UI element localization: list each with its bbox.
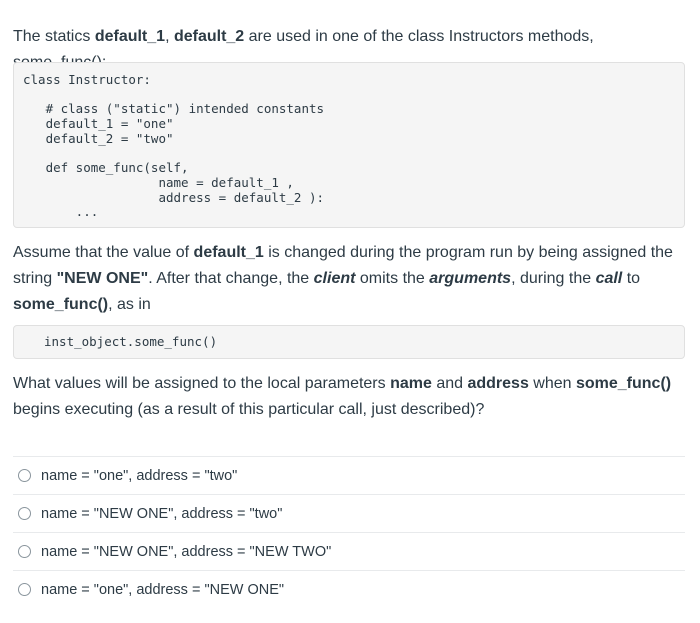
code-lines: class Instructor: # class ("static") int… bbox=[23, 72, 684, 220]
answer-option-label: name = "one", address = "NEW ONE" bbox=[41, 581, 285, 598]
radio-button-icon[interactable] bbox=[18, 545, 31, 558]
question-bold-name: name bbox=[390, 375, 432, 392]
question-bold-address: address bbox=[467, 375, 529, 392]
code-line: ... bbox=[23, 204, 99, 220]
para2-emphasis-call: call bbox=[595, 270, 623, 287]
question-text: What values will be assigned to the loca… bbox=[13, 371, 687, 423]
para2-text-5: , during the bbox=[511, 270, 596, 287]
intro-text-2: , bbox=[165, 28, 174, 45]
para2-bold-default-1: default_1 bbox=[193, 244, 264, 261]
answer-option-label: name = "NEW ONE", address = "two" bbox=[41, 505, 283, 522]
code-line: default_1 = "one" bbox=[23, 116, 174, 132]
assumption-paragraph: Assume that the value of default_1 is ch… bbox=[13, 240, 687, 318]
answer-options: name = "one", address = "two" name = "NE… bbox=[13, 456, 685, 608]
code-line: # class ("static") intended constants bbox=[23, 101, 325, 117]
intro-bold-default-1: default_1 bbox=[94, 28, 166, 45]
code-block-call-example: inst_object.some_func() bbox=[13, 325, 685, 359]
answer-option-3[interactable]: name = "NEW ONE", address = "NEW TWO" bbox=[13, 532, 685, 570]
para2-text-4: omits the bbox=[355, 270, 430, 287]
para2-text-7: , as in bbox=[108, 296, 151, 313]
question-text-2: and bbox=[431, 375, 468, 392]
intro-bold-default-2: default_2 bbox=[173, 28, 245, 45]
code-line: def some_func(self, bbox=[23, 160, 189, 176]
question-bold-some-func: some_func() bbox=[575, 375, 672, 392]
radio-button-icon[interactable] bbox=[18, 583, 31, 596]
code-line: default_2 = "two" bbox=[23, 130, 174, 146]
para2-text-6: to bbox=[622, 270, 641, 287]
para2-emphasis-arguments: arguments bbox=[429, 270, 512, 287]
para2-bold-new-one: "NEW ONE" bbox=[56, 270, 149, 287]
answer-option-2[interactable]: name = "NEW ONE", address = "two" bbox=[13, 494, 685, 532]
answer-option-label: name = "NEW ONE", address = "NEW TWO" bbox=[41, 543, 332, 560]
code-line: address = default_2 ): bbox=[23, 189, 325, 205]
answer-option-4[interactable]: name = "one", address = "NEW ONE" bbox=[13, 570, 685, 608]
question-text-4: begins executing (as a result of this pa… bbox=[13, 401, 485, 418]
question-text-1: What values will be assigned to the loca… bbox=[13, 375, 391, 392]
para2-bold-some-func: some_func() bbox=[13, 296, 109, 313]
para2-text-3: . After that change, the bbox=[148, 270, 314, 287]
intro-text-1: The statics bbox=[13, 28, 95, 45]
code-line: inst_object.some_func() bbox=[44, 334, 218, 349]
answer-option-label: name = "one", address = "two" bbox=[41, 467, 238, 484]
radio-button-icon[interactable] bbox=[18, 507, 31, 520]
code-line: name = default_1 , bbox=[23, 174, 294, 190]
answer-option-1[interactable]: name = "one", address = "two" bbox=[13, 456, 685, 494]
para2-text-1: Assume that the value of bbox=[13, 244, 194, 261]
radio-button-icon[interactable] bbox=[18, 469, 31, 482]
question-text-3: when bbox=[528, 375, 576, 392]
para2-emphasis-client: client bbox=[313, 270, 356, 287]
para2-text-2: is changed during the program run by bei… bbox=[13, 244, 673, 287]
code-block-class-definition: class Instructor: # class ("static") int… bbox=[13, 62, 685, 228]
code-line: class Instructor: bbox=[23, 72, 151, 87]
